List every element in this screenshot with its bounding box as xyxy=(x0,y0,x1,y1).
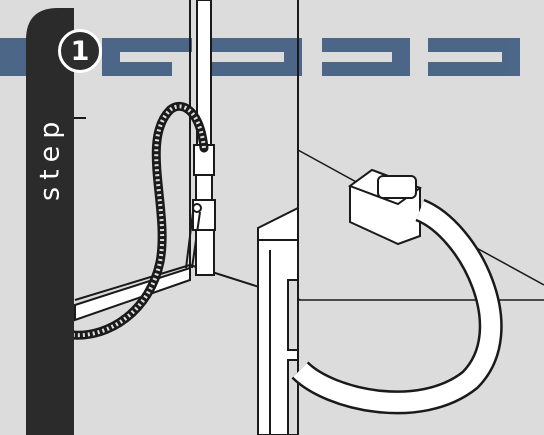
range-cabinet-icon xyxy=(258,208,298,435)
step-label: step xyxy=(26,98,74,218)
gas-supply-pipe-icon xyxy=(194,0,214,200)
step-tab-background xyxy=(26,8,74,435)
step-number-badge: 1 xyxy=(58,29,102,73)
